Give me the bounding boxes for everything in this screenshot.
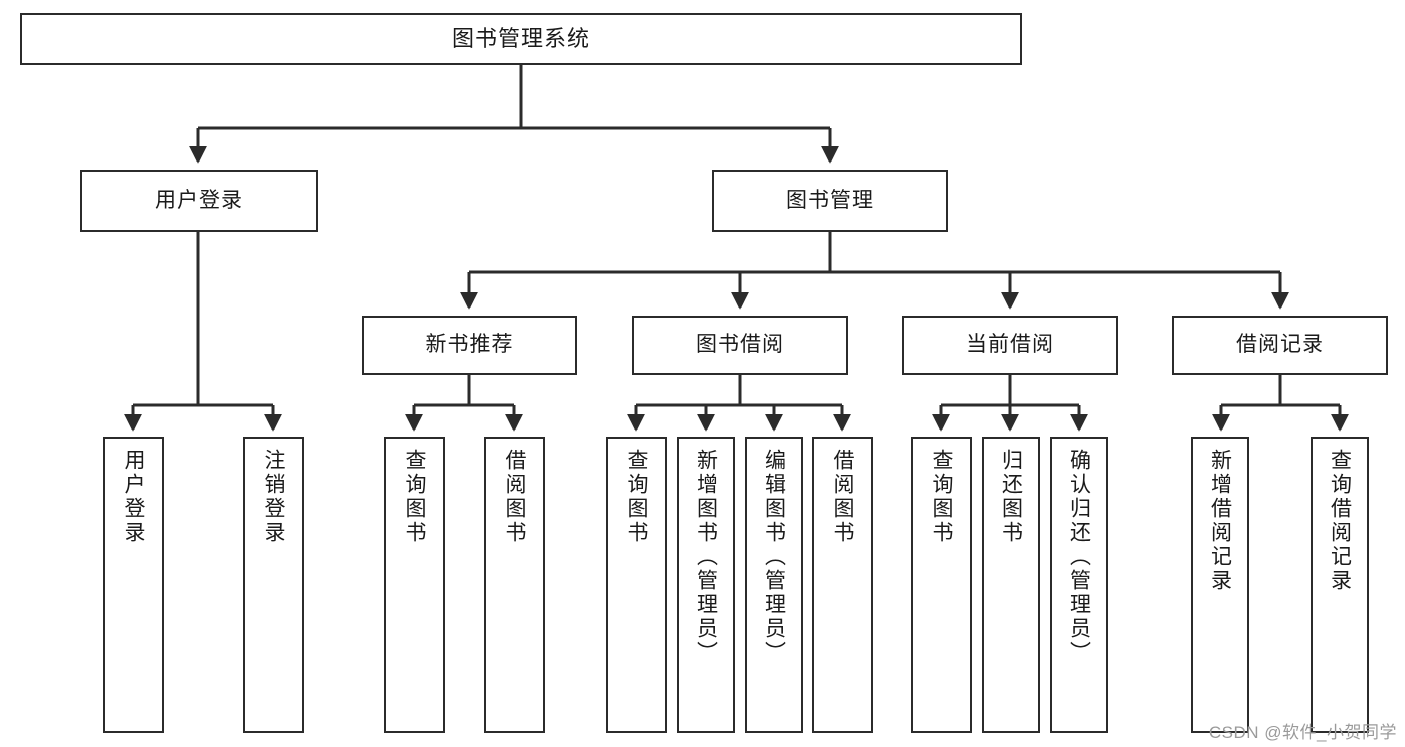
- node-label: 编辑图书（管理员）: [762, 449, 786, 665]
- node-label: 新增图书（管理员）: [694, 449, 718, 665]
- node-label: 图书管理系统: [451, 26, 590, 52]
- node-label: 用户登录: [122, 449, 146, 545]
- node-borrow-record[interactable]: 借阅记录: [1172, 316, 1388, 375]
- leaf-book-borrow-add[interactable]: 新增图书（管理员）: [677, 437, 735, 733]
- leaf-user-login-login[interactable]: 用户登录: [103, 437, 164, 733]
- leaf-current-borrow-return[interactable]: 归还图书: [982, 437, 1040, 733]
- node-label: 归还图书: [999, 449, 1023, 545]
- leaf-book-borrow-query[interactable]: 查询图书: [606, 437, 667, 733]
- node-label: 注销登录: [262, 449, 286, 545]
- leaf-new-book-query[interactable]: 查询图书: [384, 437, 445, 733]
- leaf-book-borrow-edit[interactable]: 编辑图书（管理员）: [745, 437, 803, 733]
- leaf-user-login-logout[interactable]: 注销登录: [243, 437, 304, 733]
- node-label: 借阅图书: [831, 449, 855, 545]
- node-book-management[interactable]: 图书管理: [712, 170, 948, 232]
- node-label: 确认归还（管理员）: [1067, 449, 1091, 665]
- node-label: 查询借阅记录: [1328, 449, 1352, 593]
- node-book-borrow[interactable]: 图书借阅: [632, 316, 848, 375]
- node-label: 图书管理: [786, 188, 874, 212]
- node-label: 图书借阅: [696, 333, 784, 357]
- node-label: 当前借阅: [966, 333, 1054, 357]
- node-label: 用户登录: [155, 188, 243, 212]
- leaf-current-borrow-confirm-return[interactable]: 确认归还（管理员）: [1050, 437, 1108, 733]
- node-label: 新书推荐: [425, 333, 514, 357]
- leaf-new-book-borrow[interactable]: 借阅图书: [484, 437, 545, 733]
- leaf-borrow-record-query[interactable]: 查询借阅记录: [1311, 437, 1369, 733]
- node-label: 借阅图书: [503, 449, 527, 545]
- leaf-current-borrow-query[interactable]: 查询图书: [911, 437, 972, 733]
- node-user-login[interactable]: 用户登录: [80, 170, 318, 232]
- node-new-book-recommend[interactable]: 新书推荐: [362, 316, 577, 375]
- leaf-borrow-record-add[interactable]: 新增借阅记录: [1191, 437, 1249, 733]
- node-label: 查询图书: [403, 449, 427, 545]
- node-label: 查询图书: [930, 449, 954, 545]
- leaf-book-borrow-borrow[interactable]: 借阅图书: [812, 437, 873, 733]
- node-root-book-management-system[interactable]: 图书管理系统: [20, 13, 1022, 65]
- node-label: 新增借阅记录: [1208, 449, 1232, 593]
- node-label: 借阅记录: [1236, 333, 1324, 357]
- node-current-borrow[interactable]: 当前借阅: [902, 316, 1118, 375]
- node-label: 查询图书: [625, 449, 649, 545]
